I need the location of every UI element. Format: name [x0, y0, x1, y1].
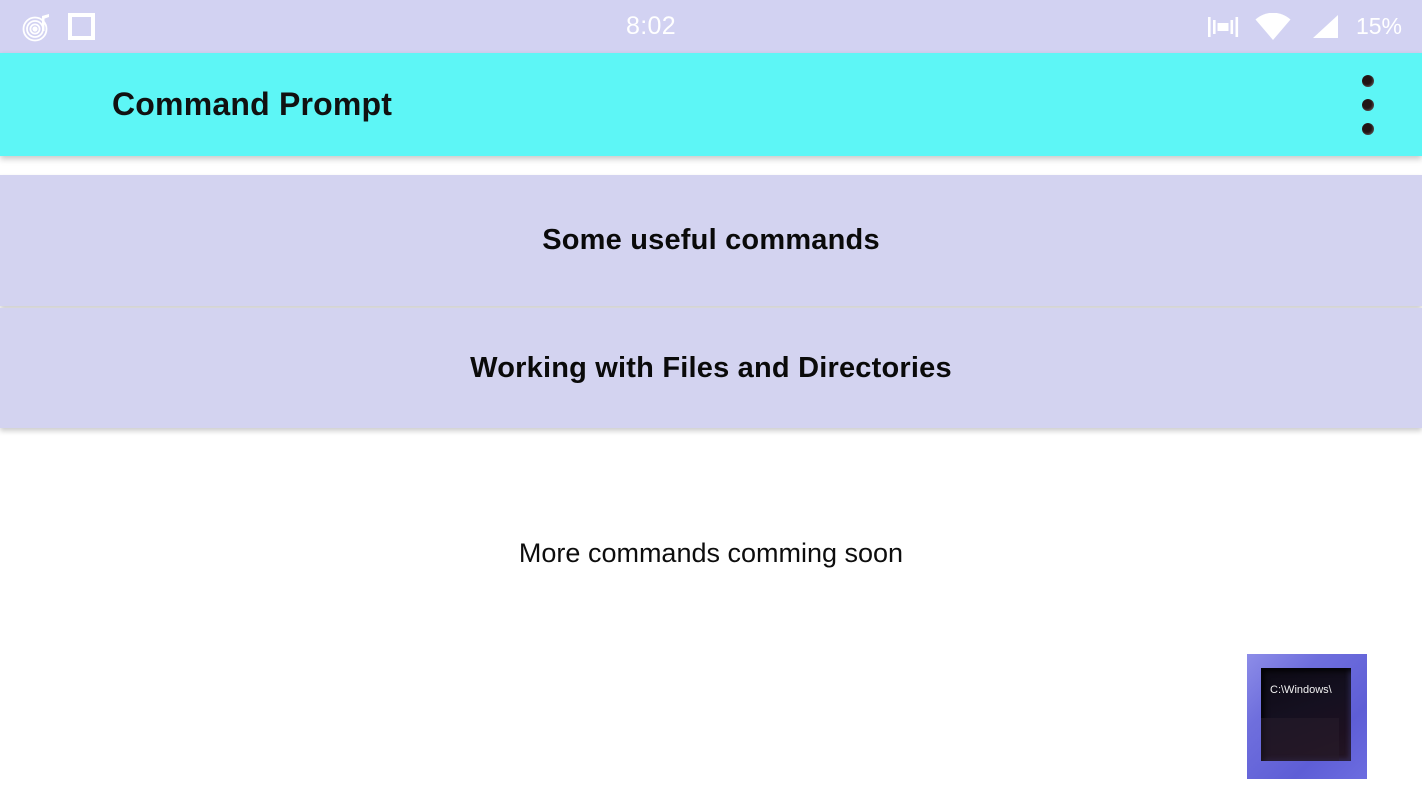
list-item-label: Some useful commands — [542, 224, 880, 256]
cellular-signal-icon — [1307, 13, 1341, 41]
wifi-icon — [1254, 12, 1292, 41]
app-bar: Command Prompt — [0, 53, 1422, 156]
coming-soon-note: More commands comming soon — [518, 538, 904, 568]
battery-percentage: 15% — [1355, 13, 1402, 39]
status-bar-center: 8:02 — [95, 12, 1207, 41]
list-item-label: Working with Files and Directories — [470, 351, 952, 384]
app-square-icon — [68, 13, 95, 40]
status-bar-right-icons: 15% — [1207, 12, 1422, 41]
page-title: Command Prompt — [112, 86, 393, 122]
music-note-icon — [22, 11, 54, 43]
overflow-dot-1 — [1362, 74, 1374, 87]
overflow-dot-3 — [1362, 122, 1374, 135]
command-prompt-screen: C:\Windows\ — [1261, 668, 1351, 761]
status-bar-clock: 8:02 — [626, 12, 676, 40]
list-item-some-useful-commands[interactable]: Some useful commands — [0, 175, 1422, 306]
status-bar: 8:02 — [0, 0, 1422, 53]
status-bar-left-icons — [0, 11, 95, 43]
command-prompt-icon: C:\Windows\ — [1247, 654, 1367, 779]
list-item-working-with-files-and-directories[interactable]: Working with Files and Directories — [0, 308, 1422, 428]
vibrate-icon — [1207, 14, 1239, 40]
overflow-menu-button[interactable] — [1356, 69, 1380, 141]
overflow-dot-2 — [1362, 98, 1374, 111]
command-prompt-path-text: C:\Windows\ — [1270, 684, 1332, 696]
